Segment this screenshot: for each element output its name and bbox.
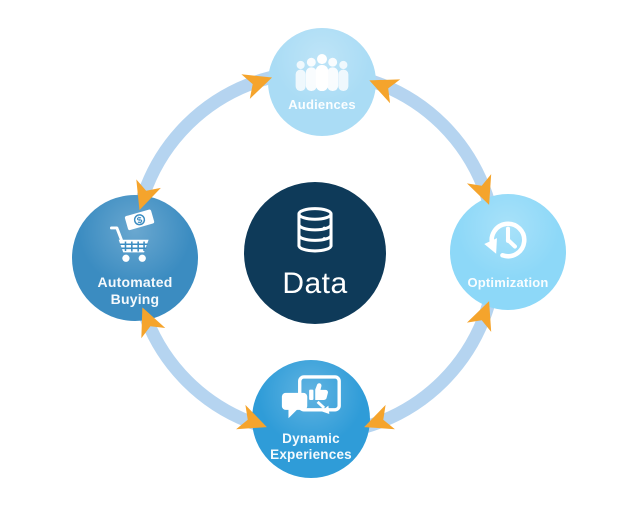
highlight-dynamic bbox=[252, 360, 370, 478]
highlight-audiences bbox=[268, 28, 376, 136]
highlight-automated bbox=[72, 195, 198, 321]
highlight-optimization bbox=[450, 194, 566, 310]
node-circle-data bbox=[244, 182, 386, 324]
